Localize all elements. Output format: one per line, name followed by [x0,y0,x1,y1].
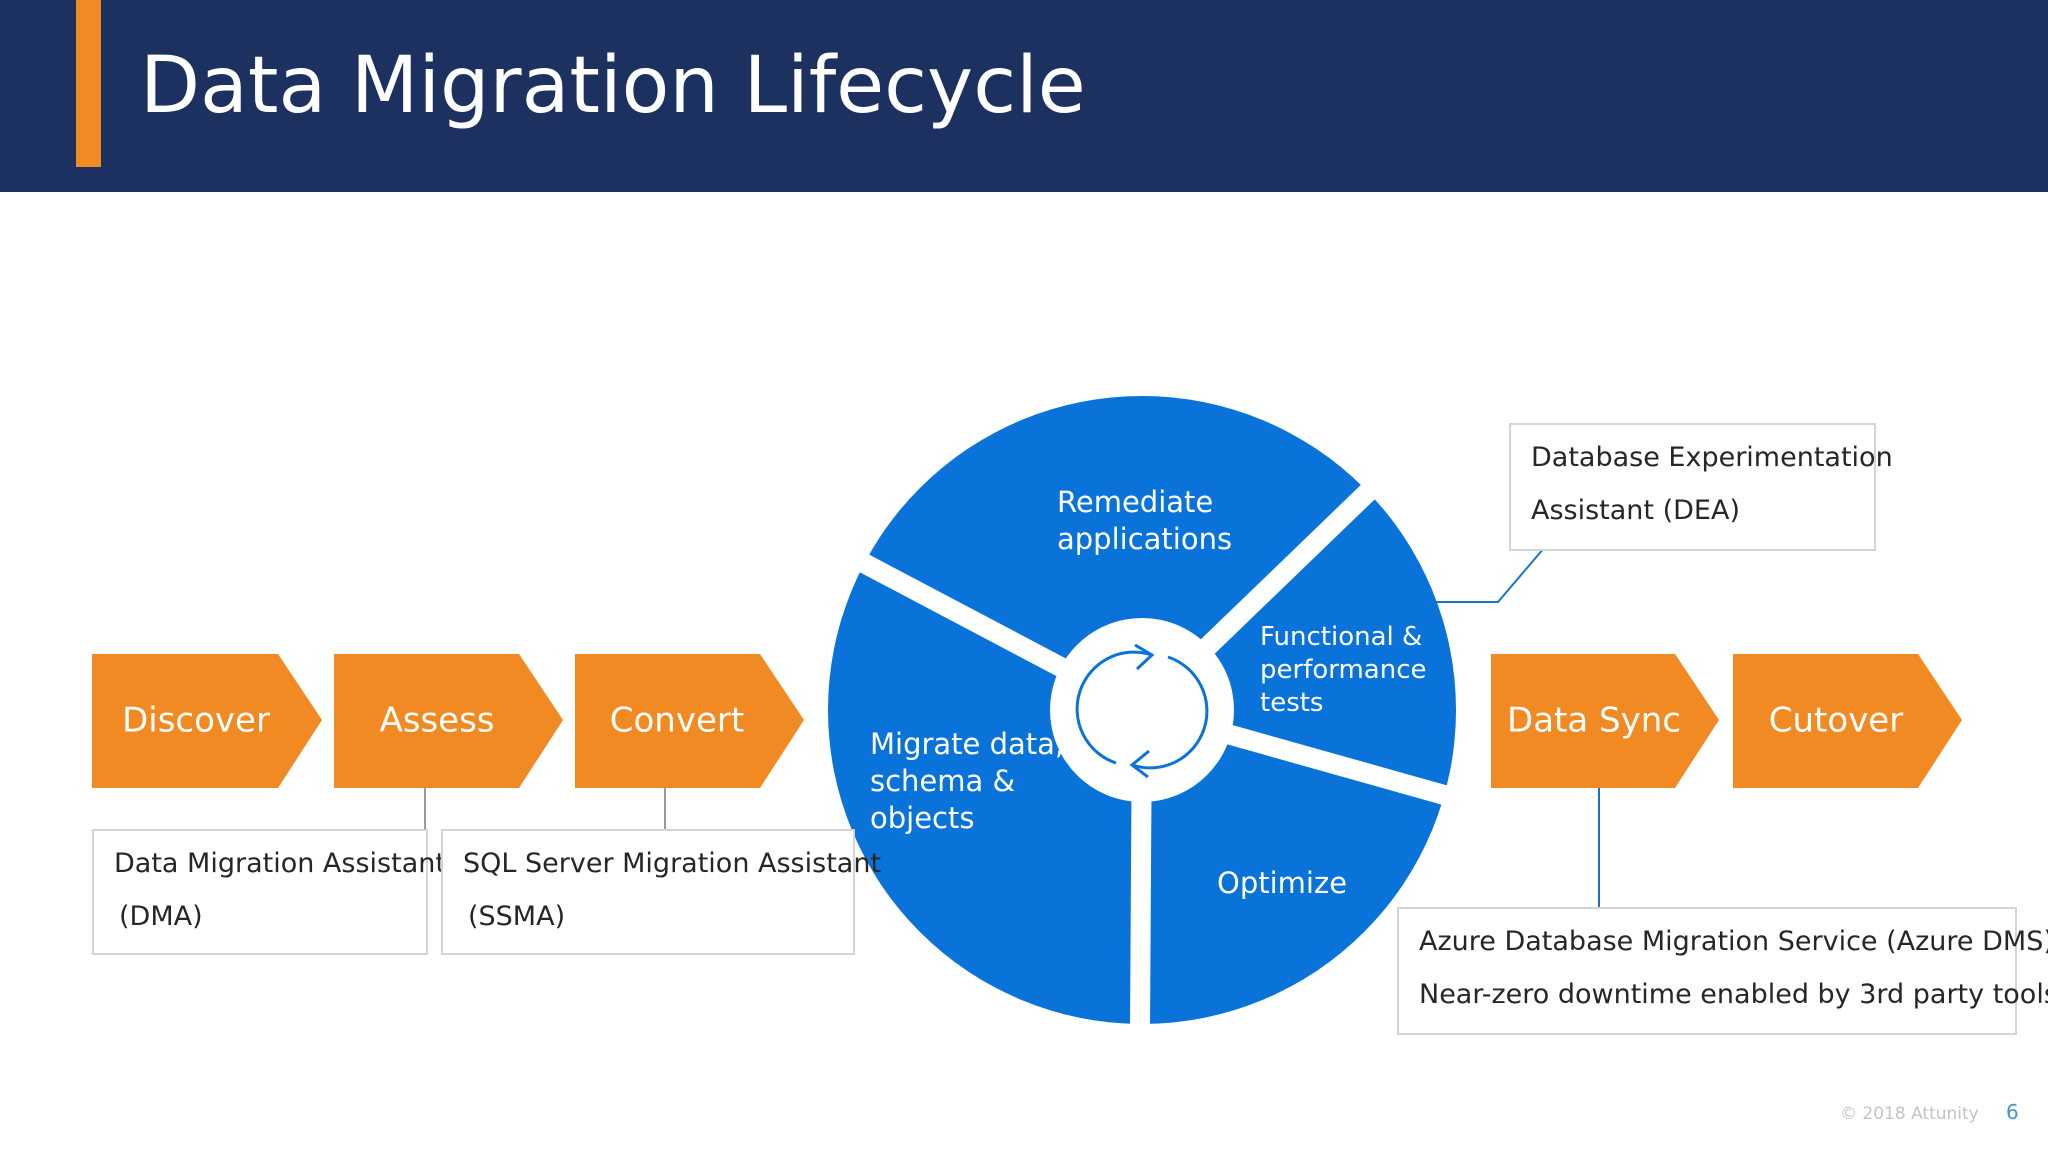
step-data-sync-shape [1491,654,1719,788]
title-bar: Data Migration Lifecycle [0,0,2048,192]
step-assess-label: Assess [379,701,494,741]
step-convert-shape [575,654,804,788]
ssma-name: SQL Server Migration Assistant [463,848,882,879]
cycle-divider-left [853,551,1147,719]
copyright-text: © 2018 Attunity [1840,1104,1979,1124]
cycle-divider-right [1139,700,1465,810]
dma-name: Data Migration Assistant [114,848,446,879]
dma-abbr: (DMA) [119,901,203,932]
dea-abbr: Assistant (DEA) [1531,495,1740,526]
segment-remediate-label: Remediate applications [1057,485,1232,556]
step-cutover-label: Cutover [1769,701,1903,741]
slide-title: Data Migration Lifecycle [140,41,1086,131]
step-convert-label: Convert [610,701,744,741]
cycle-divider-bottom [1130,709,1152,1031]
segment-migrate-label: Migrate data, schema & objects [870,727,1073,835]
dea-name: Database Experimentation [1531,442,1893,473]
ssma-callout: SQL Server Migration Assistant (SSMA) [441,829,882,955]
dea-connector [1436,540,1551,603]
dms-note: Near-zero downtime enabled by 3rd party … [1419,979,2048,1010]
accent-bar [76,0,101,167]
segment-functional-label: Functional & performance tests [1260,622,1435,718]
dms-callout: Azure Database Migration Service (Azure … [1397,907,2048,1035]
dms-name: Azure Database Migration Service (Azure … [1419,926,2048,957]
dma-callout: Data Migration Assistant (DMA) [92,829,446,955]
dea-callout: Database Experimentation Assistant (DEA) [1509,423,1893,551]
step-data-sync-label: Data Sync [1507,701,1681,741]
step-assess-shape [334,654,563,788]
step-discover-shape [92,654,322,788]
cycle-divider-top-right [1135,482,1377,718]
refresh-cycle-icon [1075,643,1209,779]
page-number: 6 [2006,1100,2019,1124]
step-discover-label: Discover [122,701,270,741]
ssma-abbr: (SSMA) [468,901,566,932]
step-cutover-shape [1733,654,1962,788]
segment-optimize-label: Optimize [1217,866,1347,900]
